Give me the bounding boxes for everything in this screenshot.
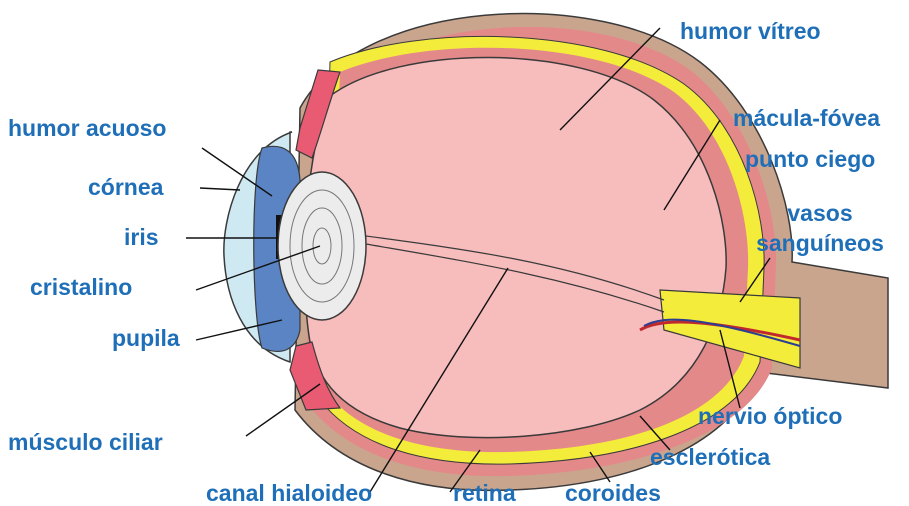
label-macula-fovea: mácula-fóvea (733, 107, 880, 130)
label-vasos-line1: vasos (745, 198, 895, 228)
label-pupila: pupila (112, 327, 180, 350)
label-humor-vitreo: humor vítreo (680, 20, 821, 43)
label-vasos-line2: sanguíneos (745, 228, 895, 258)
label-retina: retina (453, 482, 516, 505)
label-vasos-sanguineos: vasos sanguíneos (745, 198, 895, 258)
label-coroides: coroides (565, 482, 661, 505)
label-punto-ciego: punto ciego (745, 148, 875, 171)
label-cristalino: cristalino (30, 276, 132, 299)
label-nervio-optico: nervio óptico (698, 405, 842, 428)
label-humor-acuoso: humor acuoso (8, 117, 166, 140)
vitreous-humor (305, 57, 727, 437)
label-cornea: córnea (88, 176, 163, 199)
label-iris: iris (124, 226, 159, 249)
label-musculo-ciliar: músculo ciliar (8, 431, 163, 454)
label-canal-hialoideo: canal hialoideo (206, 482, 372, 505)
label-esclerotica: esclerótica (650, 446, 770, 469)
crystalline-lens (278, 172, 366, 320)
